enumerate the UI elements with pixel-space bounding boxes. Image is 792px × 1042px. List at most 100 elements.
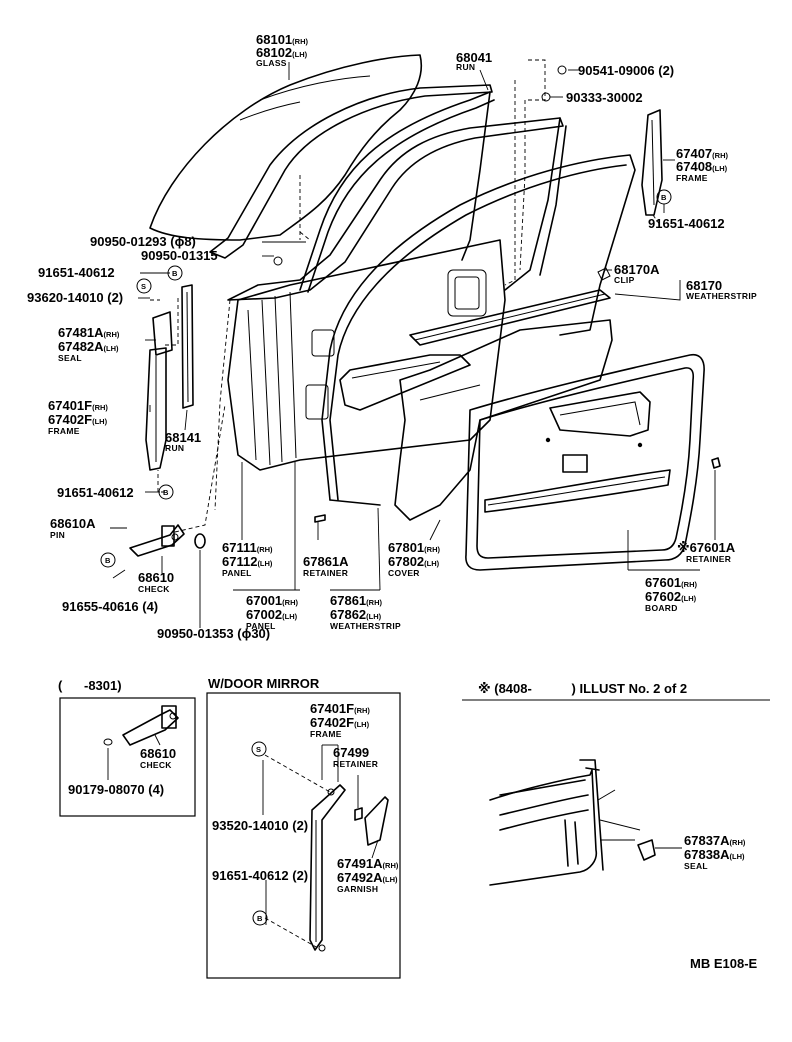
- diagram-code: MB E108-E: [690, 956, 758, 971]
- svg-text:67402F(LH): 67402F(LH): [310, 715, 370, 730]
- mirror-screw-number: 93520-14010 (2): [212, 818, 308, 833]
- screw-mark-text: S: [141, 282, 146, 291]
- run-top-caption: RUN: [456, 62, 475, 72]
- svg-text:67801(RH): 67801(RH): [388, 540, 440, 555]
- svg-text:67602(LH): 67602(LH): [645, 589, 697, 604]
- svg-text:67401F(RH): 67401F(RH): [48, 398, 108, 413]
- bolt-mark-text: B: [257, 914, 263, 923]
- retainer-a-number: 67861A: [303, 554, 349, 569]
- mirror-frame: [309, 784, 346, 951]
- svg-text:67002(LH): 67002(LH): [246, 607, 298, 622]
- door-check: [129, 524, 185, 557]
- check-old-number: 68610: [140, 746, 176, 761]
- header-mirror: W/DOOR MIRROR: [208, 676, 320, 691]
- svg-text:67837A(RH): 67837A(RH): [684, 833, 746, 848]
- bolt-mark-text: B: [172, 269, 178, 278]
- mirror-garnish: [364, 796, 389, 846]
- board-rh-number: 67601: [645, 575, 681, 590]
- retainer-b-number: ※67601A: [677, 540, 736, 555]
- seal-new-rh-number: 67837A: [684, 833, 730, 848]
- svg-text:67402F(LH): 67402F(LH): [48, 412, 108, 427]
- garnish-caption: GARNISH: [337, 884, 378, 894]
- door-weatherstrip: [321, 154, 636, 501]
- mirror-bolt-number: 91651-40612 (2): [212, 868, 308, 883]
- mirror-retainer-number: 67499: [333, 745, 369, 760]
- mirror-frame-caption: FRAME: [310, 729, 342, 739]
- seal-new-part: [637, 839, 656, 861]
- garnish-rh-number: 67491A: [337, 856, 383, 871]
- glass-rh-number: 68101: [256, 32, 292, 47]
- panel-inner-lh-number: 67002: [246, 607, 282, 622]
- screw-front-number: 93620-14010 (2): [27, 290, 123, 305]
- frame-rear-caption: FRAME: [676, 173, 708, 183]
- bolt-rear-number: 91651-40612: [648, 216, 725, 231]
- bolt-check-number: 91655-40616 (4): [62, 599, 158, 614]
- seal-caption: SEAL: [58, 353, 82, 363]
- rear-frame-strip: [641, 109, 663, 216]
- inset-mirror-box: [206, 692, 401, 979]
- inset-prior-box: [59, 697, 196, 817]
- check-caption: CHECK: [138, 584, 170, 594]
- retainer-a-caption: RETAINER: [303, 568, 348, 578]
- frame-front-caption: FRAME: [48, 426, 80, 436]
- svg-text:67861(RH): 67861(RH): [330, 593, 382, 608]
- bolt-lower-number: 91651-40612: [57, 485, 134, 500]
- clip-b-number: 90333-30002: [566, 90, 643, 105]
- plug-1315-number: 90950-01315: [141, 248, 218, 263]
- seal-new-caption: SEAL: [684, 861, 708, 871]
- screw-mark-text: S: [256, 745, 261, 754]
- cover-rh-number: 67801: [388, 540, 424, 555]
- leader-lines: [110, 62, 716, 628]
- door-sash-frame: [227, 117, 564, 301]
- bolt-mark-icon: [167, 265, 183, 281]
- svg-text:67601(RH): 67601(RH): [645, 575, 697, 590]
- svg-text:67111(RH): 67111(RH): [222, 540, 273, 555]
- frame-front-lh-number: 67402F: [48, 412, 92, 427]
- svg-text:67482A(LH): 67482A(LH): [58, 339, 119, 354]
- run-lower-number: 68141: [165, 430, 201, 445]
- bolt-mark-text: B: [105, 556, 111, 565]
- belt-weatherstrip: [409, 289, 611, 346]
- door-glass: [149, 54, 423, 241]
- mirror-frame-rh-number: 67401F: [310, 701, 354, 716]
- cover-caption: COVER: [388, 568, 420, 578]
- retainer-b-caption: RETAINER: [686, 554, 731, 564]
- check-number: 68610: [138, 570, 174, 585]
- seal-piece: [152, 311, 173, 356]
- bolt-mark-icon: [656, 189, 672, 205]
- svg-text:67838A(LH): 67838A(LH): [684, 847, 745, 862]
- run-lower-caption: RUN: [165, 443, 184, 453]
- seal-lh-number: 67482A: [58, 339, 104, 354]
- pin-caption: PIN: [50, 530, 65, 540]
- header-prior: ( -8301): [58, 678, 122, 693]
- bolt-front-number: 91651-40612: [38, 265, 115, 280]
- outer-door-panel: [227, 239, 506, 471]
- weatherstrip-door-lh-number: 67862: [330, 607, 366, 622]
- trim-insert: [339, 354, 471, 411]
- check-old-caption: CHECK: [140, 760, 172, 770]
- panel-outer-lh-number: 67112: [222, 554, 257, 569]
- board-lh-number: 67602: [645, 589, 681, 604]
- svg-text:68101(RH): 68101(RH): [256, 32, 308, 47]
- panel-inner-caption: PANEL: [246, 621, 276, 631]
- panel-outer-caption: PANEL: [222, 568, 252, 578]
- glass-caption: GLASS: [256, 58, 287, 68]
- svg-text:67408(LH): 67408(LH): [676, 159, 728, 174]
- svg-text:68102(LH): 68102(LH): [256, 45, 308, 60]
- garnish-lh-number: 67492A: [337, 870, 383, 885]
- plug-30-number: 90950-01353 (ϕ30): [157, 626, 270, 641]
- seal-new-lh-number: 67838A: [684, 847, 730, 862]
- panel-outer-rh-number: 67111: [222, 540, 257, 555]
- lower-run: [181, 284, 194, 409]
- front-frame: [145, 347, 167, 471]
- header-illust: ※ (8408- ) ILLUST No. 2 of 2: [478, 681, 687, 696]
- door-trim-board: [465, 353, 705, 571]
- svg-text:67862(LH): 67862(LH): [330, 607, 382, 622]
- bolt-mark-icon: [158, 484, 174, 500]
- bolt-mark-text: B: [163, 488, 169, 497]
- svg-text:67407(RH): 67407(RH): [676, 146, 728, 161]
- svg-text:67112(LH): 67112(LH): [222, 554, 273, 569]
- fastener-markers: [100, 189, 672, 568]
- run-top-number: 68041: [456, 50, 492, 65]
- frame-rear-rh-number: 67407: [676, 146, 712, 161]
